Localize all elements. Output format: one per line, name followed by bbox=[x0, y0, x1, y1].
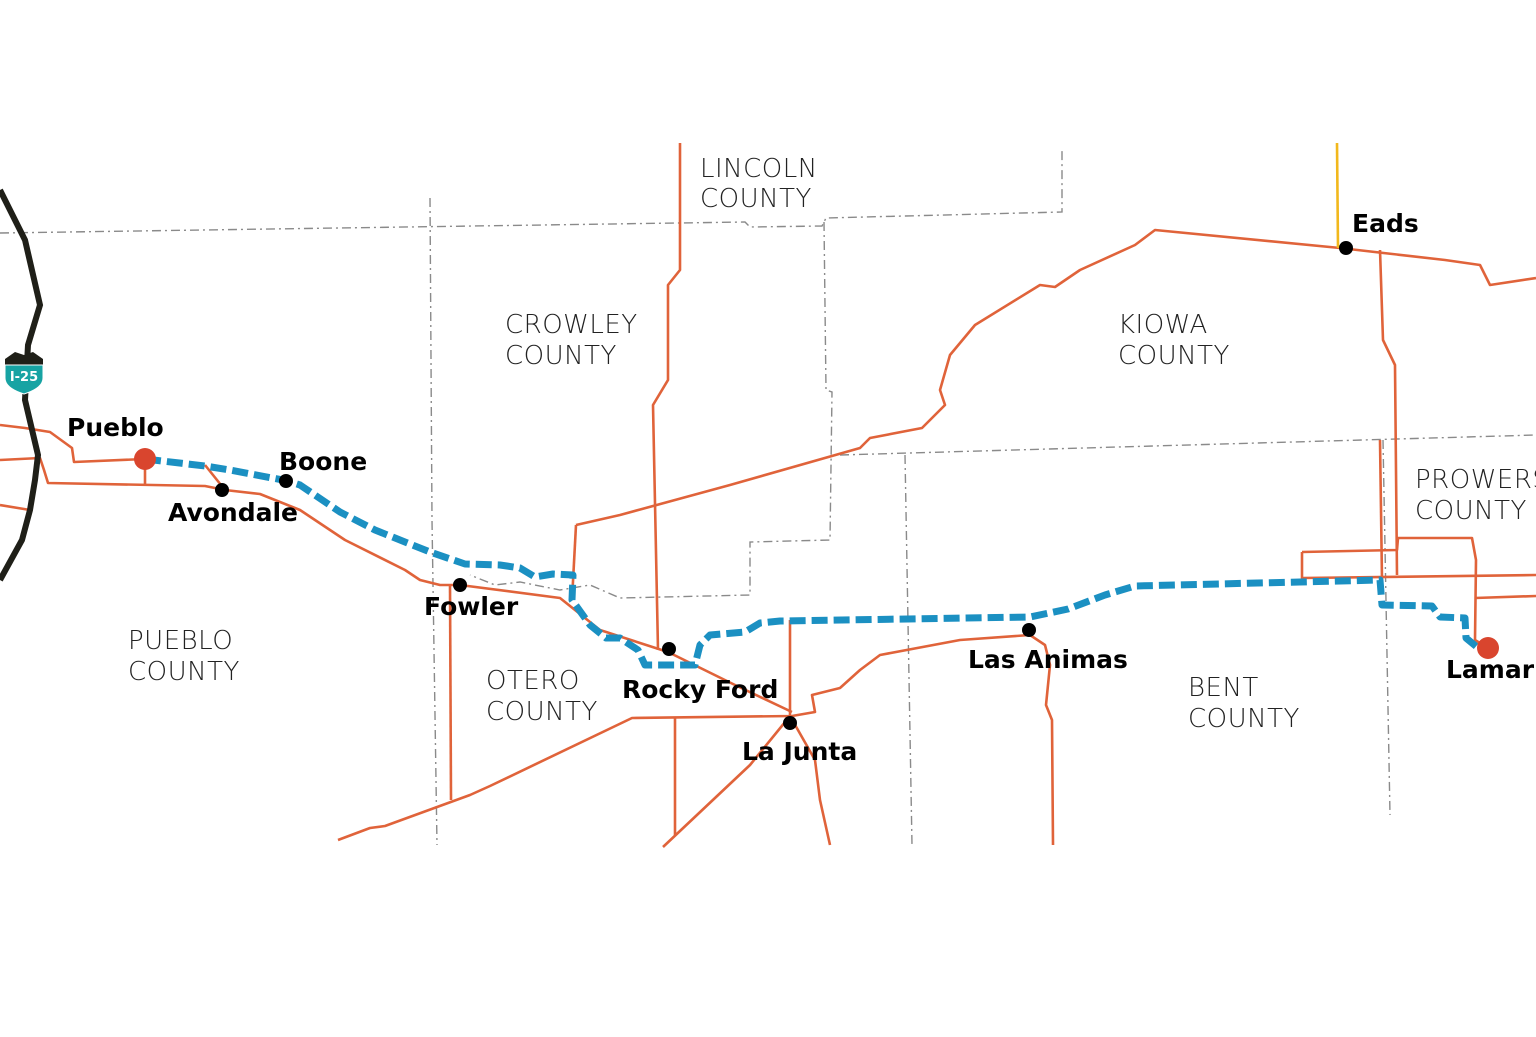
bus-route bbox=[144, 455, 1481, 669]
county-label: COUNTY bbox=[1118, 341, 1230, 371]
town-markers bbox=[134, 241, 1499, 730]
county-label: CROWLEY bbox=[505, 310, 638, 340]
town-label: Rocky Ford bbox=[622, 675, 778, 704]
fowler-dot bbox=[453, 578, 467, 592]
county-label: COUNTY bbox=[486, 697, 598, 727]
county-label: COUNTY bbox=[128, 657, 240, 687]
county-label: KIOWA bbox=[1118, 310, 1208, 340]
town-label: Avondale bbox=[168, 498, 298, 527]
la-junta-dot bbox=[783, 716, 797, 730]
county-labels: LINCOLN COUNTY CROWLEY COUNTY KIOWA COUN… bbox=[128, 154, 1536, 734]
county-label: COUNTY bbox=[700, 184, 812, 214]
rocky-ford-dot bbox=[662, 642, 676, 656]
boone-dot bbox=[279, 474, 293, 488]
pueblo-endpoint-marker bbox=[134, 448, 156, 470]
county-label: OTERO bbox=[486, 666, 580, 696]
town-label: Fowler bbox=[424, 592, 519, 621]
county-label: LINCOLN bbox=[700, 154, 818, 184]
lamar-endpoint-marker bbox=[1477, 637, 1499, 659]
town-labels: Pueblo Avondale Boone Fowler Rocky Ford … bbox=[67, 209, 1535, 766]
interstate-shield-icon: I-25 bbox=[4, 352, 44, 395]
town-label: Lamar bbox=[1446, 655, 1535, 684]
eads-road bbox=[1335, 142, 1340, 249]
town-label: La Junta bbox=[742, 737, 857, 766]
eads-dot bbox=[1339, 241, 1353, 255]
avondale-dot bbox=[215, 483, 229, 497]
county-label: BENT bbox=[1188, 673, 1259, 703]
town-label: Las Animas bbox=[968, 645, 1128, 674]
town-label: Eads bbox=[1352, 209, 1419, 238]
interstate-i25 bbox=[0, 188, 44, 582]
county-label: COUNTY bbox=[1188, 704, 1300, 734]
county-label: PROWERS bbox=[1415, 465, 1536, 495]
town-label: Boone bbox=[279, 447, 367, 476]
county-label: COUNTY bbox=[505, 341, 617, 371]
interstate-label: I-25 bbox=[10, 370, 38, 385]
county-label: PUEBLO bbox=[128, 626, 233, 656]
town-label: Pueblo bbox=[67, 413, 164, 442]
las-animas-dot bbox=[1022, 623, 1036, 637]
county-label: COUNTY bbox=[1415, 496, 1527, 526]
